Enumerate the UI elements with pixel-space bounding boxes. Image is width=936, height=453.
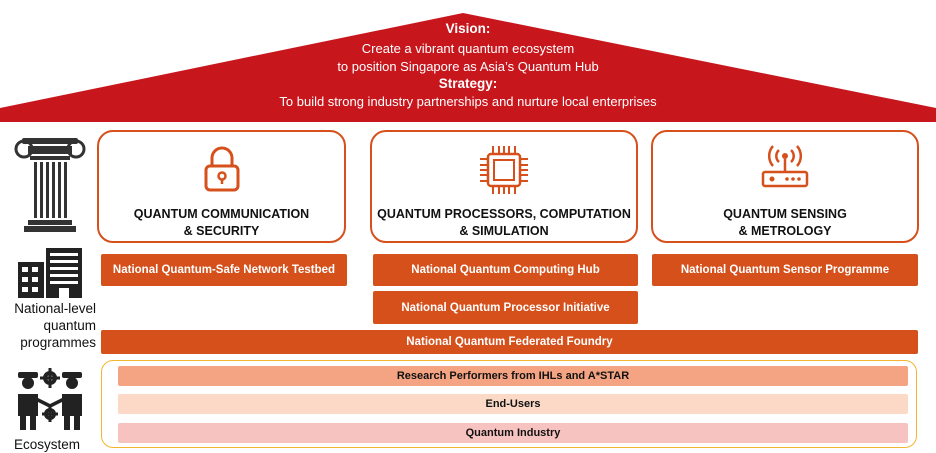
pillar-3-title-line-1: QUANTUM SENSING [723, 207, 847, 221]
national-label-line-2: quantum [43, 318, 96, 333]
pillar-3-title-line-2: & METROLOGY [738, 224, 832, 238]
ecosystem-frame [101, 360, 917, 448]
pillar-2-title-line-2: & SIMULATION [459, 224, 549, 238]
vision-line-1: Create a vibrant quantum ecosystem [361, 41, 575, 56]
research-performers-bar: Research Performers from IHLs and A*STAR [118, 366, 908, 386]
building-icon [18, 248, 82, 298]
ecosystem-label: Ecosystem [13, 437, 80, 452]
quantum-federated-foundry-bar: National Quantum Federated Foundry [101, 330, 918, 354]
strategy-heading: Strategy: [438, 76, 498, 91]
strategy-line: To build strong industry partnerships an… [279, 94, 657, 109]
people-gears-icon [18, 368, 82, 430]
pillar-processors-computation: QUANTUM PROCESSORS, COMPUTATION & SIMULA… [370, 130, 638, 243]
pillar-1-title-line-1: QUANTUM COMMUNICATION [133, 207, 310, 221]
vision-heading: Vision: [445, 21, 491, 36]
pillar-1-title-line-2: & SECURITY [183, 224, 260, 238]
national-label-line-1: National-level [14, 301, 96, 316]
router-icon [761, 145, 809, 188]
vision-line-2: to position Singapore as Asia’s Quantum … [337, 59, 599, 74]
quantum-safe-network-bar: National Quantum-Safe Network Testbed [101, 254, 347, 286]
national-label-line-3: programmes [20, 335, 96, 350]
lock-icon [204, 146, 239, 192]
pillar-sensing-metrology: QUANTUM SENSING & METROLOGY [651, 130, 919, 243]
quantum-sensor-programme-bar: National Quantum Sensor Programme [652, 254, 918, 286]
roof-banner [0, 13, 936, 122]
quantum-industry-bar: Quantum Industry [118, 423, 908, 443]
end-users-bar: End-Users [118, 394, 908, 414]
pillar-communication-security: QUANTUM COMMUNICATION & SECURITY [97, 130, 346, 243]
pillar-2-title-line-1: QUANTUM PROCESSORS, COMPUTATION [377, 207, 631, 221]
national-programmes-label: National-level quantum programmes [0, 300, 96, 351]
quantum-computing-hub-bar: National Quantum Computing Hub [373, 254, 638, 286]
pillar-column-icon [14, 138, 86, 232]
chip-icon [480, 146, 528, 194]
quantum-processor-initiative-bar: National Quantum Processor Initiative [373, 291, 638, 324]
